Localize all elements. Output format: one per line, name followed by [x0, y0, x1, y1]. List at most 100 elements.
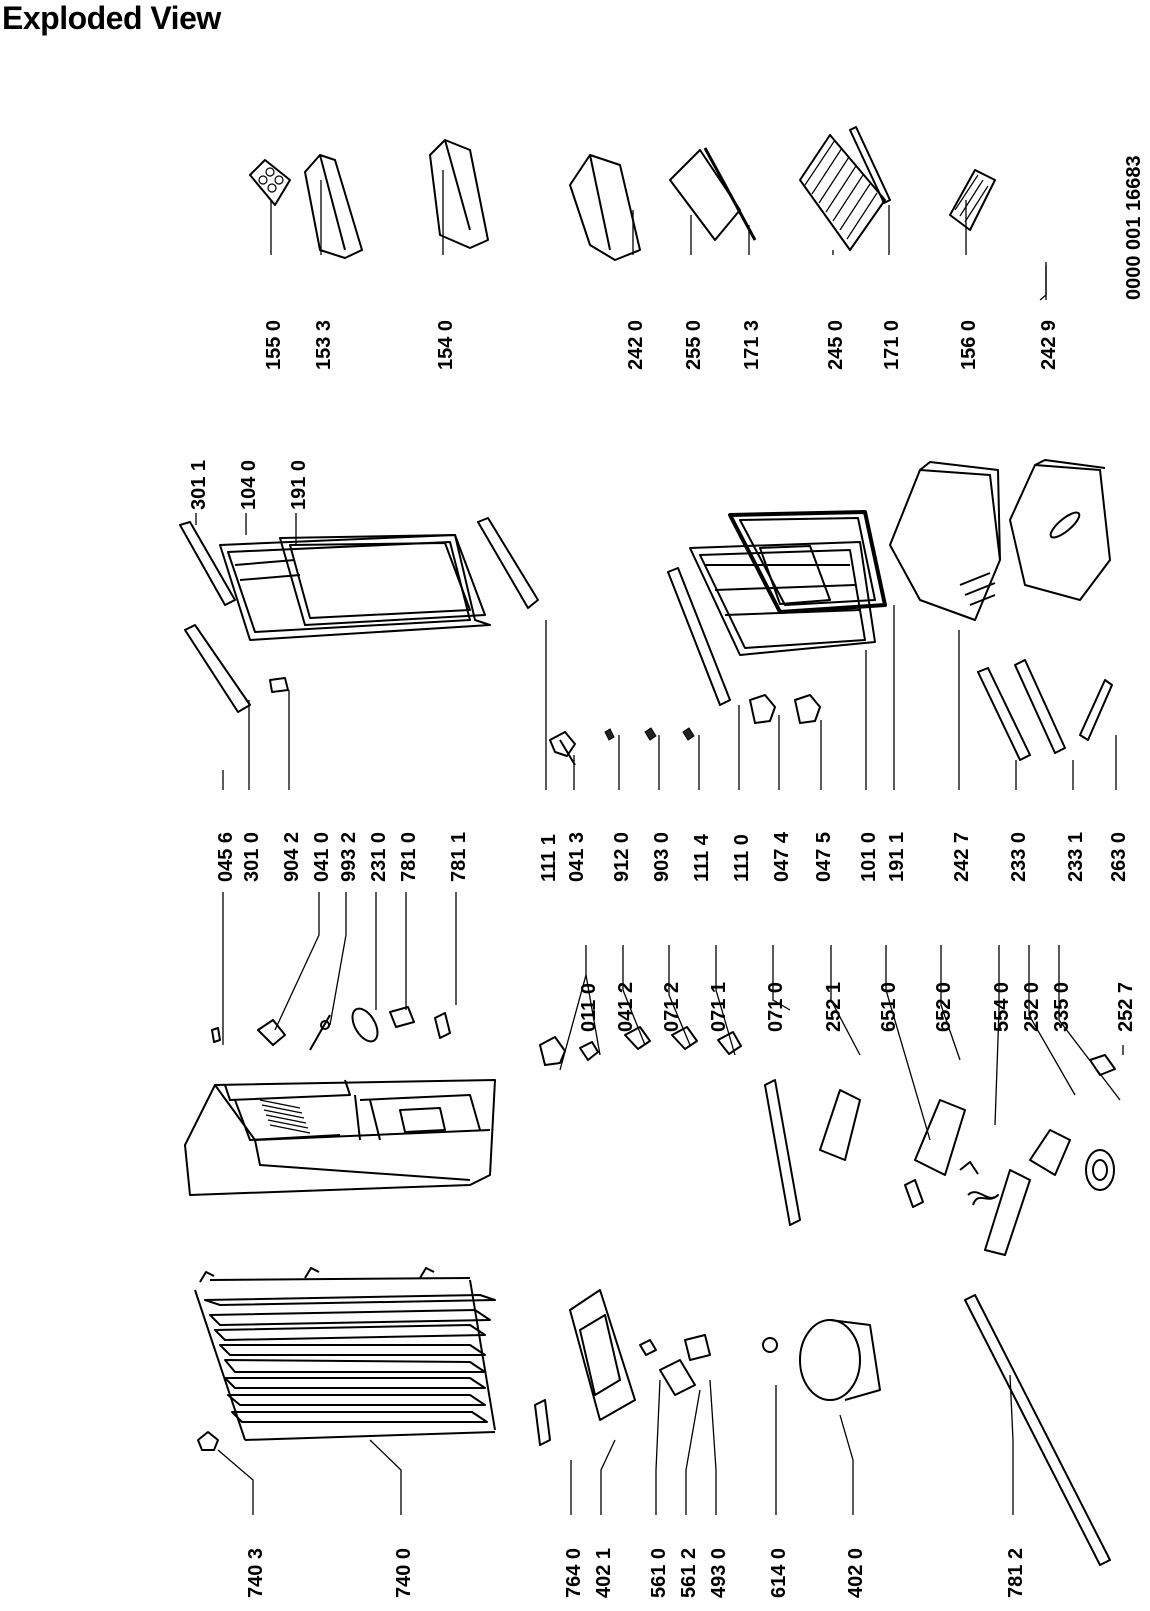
clip-252-7-part — [1089, 1054, 1116, 1076]
plug-493-0-part — [684, 1334, 711, 1361]
label-231-0: 231 0 — [368, 832, 390, 882]
label-171-3: 171 3 — [741, 320, 763, 370]
egg-tray-155-0-part — [249, 159, 291, 206]
small-part-111-4 — [682, 727, 695, 741]
col1-labels: 740 3 740 0 764 0 402 1 561 0 561 2 493 … — [245, 1548, 1027, 1598]
label-561-2: 561 2 — [678, 1548, 700, 1598]
label-111-4: 111 4 — [691, 833, 713, 882]
relay-561-2-part — [659, 1359, 696, 1396]
label-263-0: 263 0 — [1108, 832, 1130, 882]
label-614-0: 614 0 — [768, 1548, 790, 1598]
condenser-coil-part — [194, 1267, 496, 1441]
label-402-1: 402 1 — [593, 1548, 615, 1598]
label-912-0: 912 0 — [611, 832, 633, 882]
page-title: Exploded View — [2, 0, 221, 36]
control-252-0-part — [984, 1129, 1071, 1256]
fridge-cabinet-part — [184, 1079, 496, 1196]
door-shelf-153-3-part — [304, 154, 363, 259]
col2-labels: 011 0 041 2 071 2 071 1 071 0 252 1 651 … — [578, 982, 1137, 1032]
relay-561-0-part — [639, 1339, 657, 1356]
label-155-0: 155 0 — [263, 320, 285, 370]
label-245-0: 245 0 — [825, 320, 847, 370]
door-trim-111-0-part — [667, 567, 731, 706]
hinge-047-5-part — [794, 694, 821, 724]
label-111-0: 111 0 — [731, 834, 753, 882]
document-number: 0000 001 16683 — [1123, 155, 1145, 300]
label-402-0: 402 0 — [845, 1548, 867, 1598]
label-903-0: 903 0 — [651, 832, 673, 882]
label-242-9: 242 9 — [1038, 320, 1060, 370]
wire-shelf-245-0-part — [799, 134, 886, 251]
crisper-drawer-242-9-part — [1009, 459, 1111, 601]
label-071-0: 071 0 — [765, 982, 787, 1032]
spring-554-0-part — [959, 1161, 999, 1206]
label-301-1: 301 1 — [188, 460, 210, 510]
label-011-0: 011 0 — [578, 983, 600, 1032]
label-242-7: 242 7 — [951, 832, 973, 882]
shelf-trim-171-3-part — [703, 147, 757, 241]
hinge-047-4-part — [749, 694, 776, 724]
crisper-drawer-242-7-part — [889, 461, 1001, 621]
capacitor-764-0-part — [534, 1399, 551, 1446]
label-764-0: 764 0 — [563, 1548, 585, 1598]
label-904-2: 904 2 — [281, 832, 303, 882]
door-shelf-154-0-part — [429, 139, 489, 249]
label-740-0: 740 0 — [393, 1548, 415, 1598]
label-335-0: 335 0 — [1051, 982, 1073, 1032]
bracket-041-0-part — [257, 1019, 286, 1046]
label-191-0: 191 0 — [288, 460, 310, 510]
label-153-3: 153 3 — [313, 320, 335, 370]
label-781-1: 781 1 — [448, 832, 470, 882]
label-781-2: 781 2 — [1005, 1548, 1027, 1598]
label-252-0: 252 0 — [1021, 982, 1043, 1032]
rail-233-0-part — [977, 667, 1031, 761]
bracket-781-2-part — [964, 1294, 1111, 1566]
sensor-993-2-part — [309, 1014, 331, 1051]
small-part-912-0 — [604, 728, 615, 741]
hinge-904-2-part — [269, 677, 289, 693]
label-554-0: 554 0 — [991, 982, 1013, 1032]
label-493-0: 493 0 — [708, 1548, 730, 1598]
screw-045-6-part — [211, 1027, 221, 1043]
box-242-0-part — [569, 154, 641, 261]
rail-263-0-part — [1079, 679, 1113, 741]
cover-231-0-part — [351, 1007, 379, 1043]
relay-652-0-part — [914, 1099, 966, 1176]
label-233-0: 233 0 — [1008, 832, 1030, 882]
bar-071-0-part — [764, 1079, 801, 1226]
label-154-0: 154 0 — [435, 320, 457, 370]
label-041-0: 041 0 — [311, 832, 333, 882]
freezer-door-part — [219, 534, 491, 641]
label-171-0: 171 0 — [881, 320, 903, 370]
knob-781-0-part — [389, 1006, 415, 1028]
label-740-3: 740 3 — [245, 1548, 267, 1598]
leader-lines — [195, 170, 1124, 1515]
bracket-041-3-part — [549, 731, 576, 766]
label-101-0: 101 0 — [858, 832, 880, 882]
label-156-0: 156 0 — [958, 320, 980, 370]
label-047-4: 047 4 — [771, 831, 793, 882]
label-255-0: 255 0 — [683, 320, 705, 370]
door-trim-111-1-part — [477, 517, 539, 609]
label-233-1: 233 1 — [1065, 832, 1087, 882]
compressor-402-0-part — [799, 1319, 881, 1401]
plug-781-1-part — [434, 1012, 451, 1039]
col3-labels: 045 6 301 0 904 2 041 0 993 2 231 0 781 … — [215, 831, 1130, 882]
thermostat-252-1-part — [819, 1089, 861, 1161]
fridge-door-part — [689, 510, 887, 656]
label-301-0: 301 0 — [241, 832, 263, 882]
grommet-614-0-part — [762, 1337, 778, 1353]
col4a-labels: 301 1 104 0 191 0 — [188, 460, 310, 510]
label-652-0: 652 0 — [933, 982, 955, 1032]
label-041-3: 041 3 — [566, 832, 588, 882]
door-trim-301-1-part — [179, 521, 236, 606]
col5-labels: 155 0 153 3 154 0 242 0 255 0 171 3 245 … — [263, 320, 1060, 370]
rail-233-1-part — [1014, 659, 1066, 754]
bracket-071-1-part — [717, 1031, 742, 1055]
label-111-1: 111 1 — [538, 834, 560, 882]
knob-335-0-part — [1085, 1149, 1115, 1191]
label-047-5: 047 5 — [813, 832, 835, 882]
label-993-2: 993 2 — [338, 832, 360, 882]
label-561-0: 561 0 — [648, 1548, 670, 1598]
